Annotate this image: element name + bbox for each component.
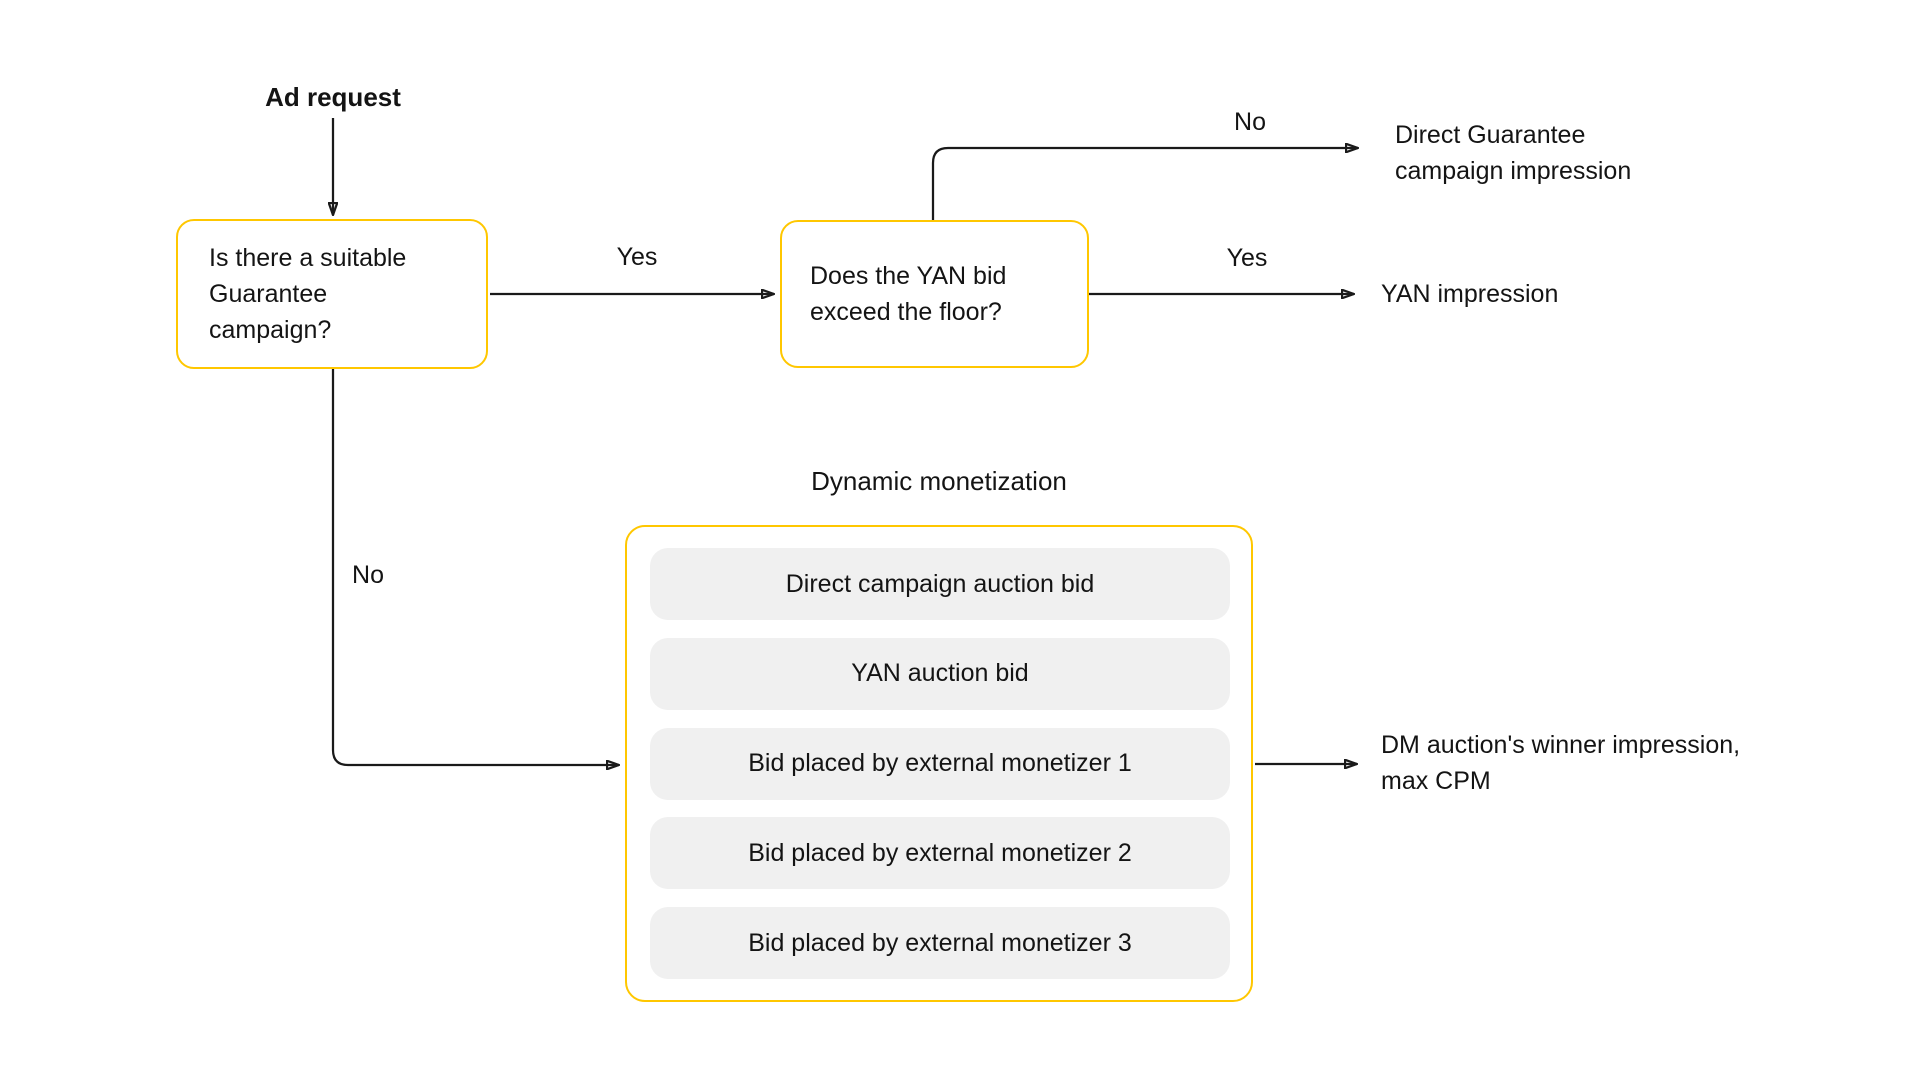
dm-bid-item: Direct campaign auction bid [650,548,1230,620]
edge-label-yan-yes: Yes [1226,244,1268,272]
edge-guarantee-no-to-dm [331,369,619,765]
edge-label-guarantee-yes: Yes [616,243,658,271]
decision-node-yan-text: Does the YAN bid exceed the floor? [810,262,1007,326]
outcome-dm-winner-impression: DM auction's winner impression, max CPM [1381,731,1741,795]
outcome-direct-guarantee-impression: Direct Guarantee campaign impression [1395,121,1632,185]
edge-label-yan-no: No [1234,108,1266,136]
outcome-yan-impression: YAN impression [1381,280,1559,308]
edge-label-guarantee-no: No [352,561,384,589]
decision-node-guarantee-campaign: Is there a suitable Guarantee campaign? [176,219,488,369]
dm-bid-item: YAN auction bid [650,637,1230,710]
edge-yan-no-to-direct-guarantee [931,148,1358,220]
dm-bid-item: Bid placed by external monetizer 2 [650,817,1230,890]
start-node-ad-request: Ad request [265,82,401,112]
decision-node-yan-floor: Does the YAN bid exceed the floor? [780,220,1089,368]
dynamic-monetization-title: Dynamic monetization [811,466,1067,496]
dm-bid-item: Bid placed by external monetizer 3 [650,907,1230,979]
dm-bid-item: Bid placed by external monetizer 1 [650,727,1230,800]
dynamic-monetization-box: Direct campaign auction bid YAN auction … [625,525,1253,1002]
decision-node-guarantee-text: Is there a suitable Guarantee campaign? [209,244,407,344]
